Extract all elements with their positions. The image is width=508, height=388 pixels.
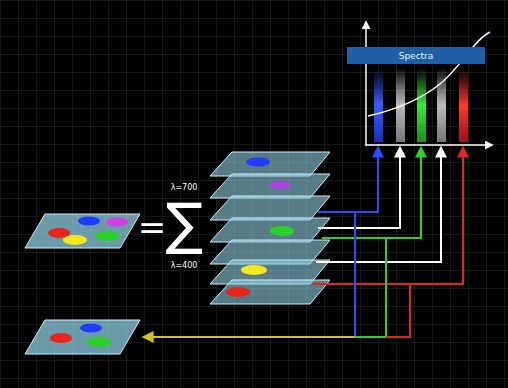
green-spot	[95, 231, 119, 241]
wavelength-limit: λ=400	[171, 262, 198, 270]
white-line	[318, 148, 400, 228]
blue-spot	[246, 158, 270, 167]
red-spot	[226, 287, 250, 297]
blue-line	[354, 212, 356, 337]
red-line	[386, 284, 410, 337]
yellow-line	[144, 336, 355, 338]
stack-layer	[210, 174, 330, 198]
spectrum-curve	[368, 32, 490, 116]
blue-line	[318, 148, 378, 212]
blue-spot	[78, 217, 100, 226]
title-band: Spectra	[347, 47, 485, 64]
equation-symbol: =	[138, 210, 167, 244]
green-line	[355, 238, 386, 337]
magenta-spot	[106, 218, 128, 227]
layer-sheet	[210, 152, 330, 176]
stack-layer	[210, 218, 330, 242]
stack-layer	[210, 152, 330, 176]
blue-spot	[80, 324, 102, 333]
red-line	[312, 148, 463, 284]
white-line	[316, 148, 441, 262]
green-spot	[87, 337, 111, 347]
wavelength-limit: λ=700	[171, 184, 198, 192]
wavelength-stack	[210, 152, 330, 304]
stack-layer	[210, 196, 330, 220]
plane-sheet	[25, 214, 140, 248]
layer-sheet	[210, 218, 330, 242]
routing-lines	[144, 148, 463, 337]
green-spot	[270, 226, 294, 236]
band-title: Spectra	[399, 51, 434, 61]
yellow-spot	[241, 265, 267, 275]
red-spot	[50, 333, 72, 343]
output-plane	[25, 320, 140, 354]
equation-symbol: ∑	[165, 196, 203, 252]
layer-sheet	[210, 174, 330, 198]
x-axis	[366, 144, 492, 146]
layer-sheet	[210, 196, 330, 220]
red-band-bar	[459, 68, 468, 142]
yellow-spot	[63, 235, 87, 245]
composite-plane	[25, 214, 140, 248]
magenta-spot	[269, 181, 291, 189]
blue-band-bar	[374, 68, 383, 142]
plane-sheet	[25, 320, 140, 354]
spectra-chart	[366, 22, 492, 146]
green-line	[322, 148, 421, 238]
green-band-bar	[417, 68, 426, 142]
y-axis	[365, 22, 367, 146]
